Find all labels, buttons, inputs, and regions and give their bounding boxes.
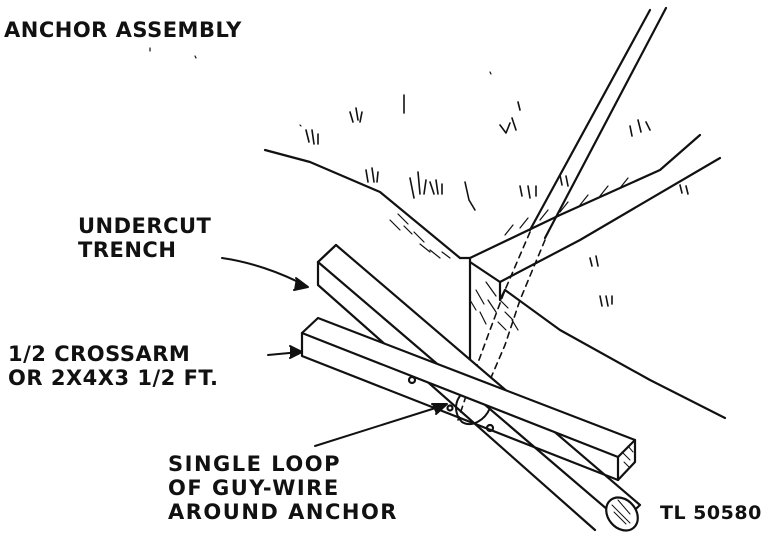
label-arrows bbox=[221, 257, 448, 447]
loop-label-line1: SINGLE LOOP bbox=[168, 452, 342, 476]
undercut-label-line2: TRENCH bbox=[78, 238, 177, 263]
undercut-trench-label: UNDERCUT TRENCH bbox=[78, 214, 211, 262]
undercut-label-line1: UNDERCUT bbox=[78, 214, 212, 238]
guy-wire-loop bbox=[457, 231, 546, 421]
figure-title: ANCHOR ASSEMBLY bbox=[4, 18, 242, 42]
loop-label-line2: OF GUY-WIRE bbox=[168, 476, 340, 501]
crossarm-label: 1/2 CROSSARM OR 2X4X3 1/2 FT. bbox=[8, 342, 219, 390]
guy-wire-loop-label: SINGLE LOOP OF GUY-WIRE AROUND ANCHOR bbox=[168, 452, 398, 524]
crossarm-label-line2: OR 2X4X3 1/2 FT. bbox=[8, 366, 219, 391]
crossarm-label-line1: 1/2 CROSSARM bbox=[8, 342, 191, 366]
grass-tufts bbox=[305, 94, 689, 307]
wire-loop-curve bbox=[455, 389, 491, 426]
guy-wire bbox=[528, 6, 668, 240]
crossarm-lower bbox=[300, 316, 637, 482]
figure-number: TL 50580 bbox=[660, 502, 762, 524]
trench-hatching bbox=[389, 177, 629, 331]
speck-marks bbox=[149, 47, 492, 127]
loop-label-line3: AROUND ANCHOR bbox=[168, 500, 398, 525]
ground-surface bbox=[263, 133, 727, 420]
